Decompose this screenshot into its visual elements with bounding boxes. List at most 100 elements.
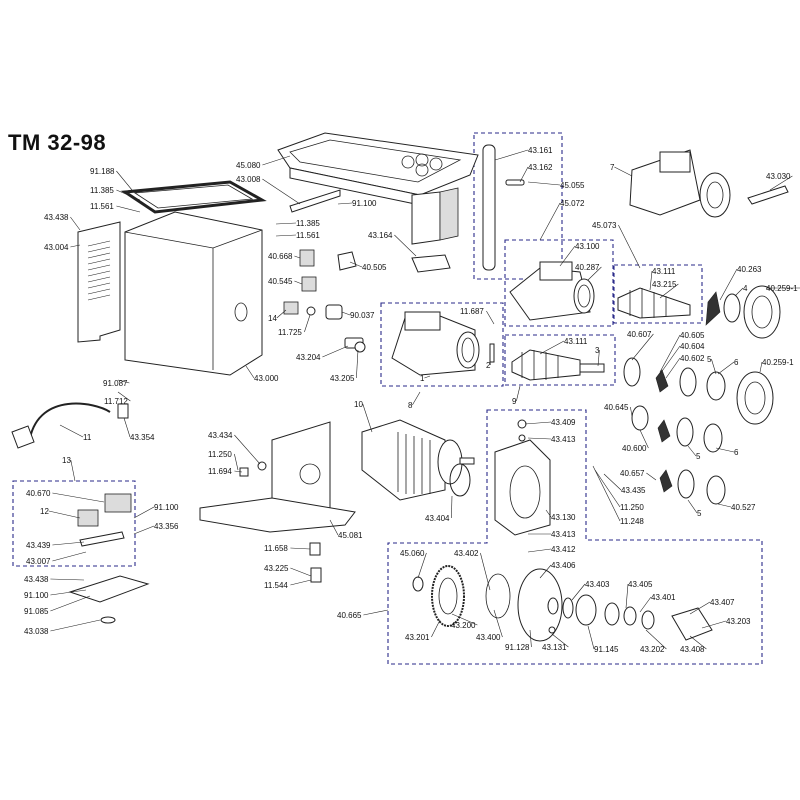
knife-40263-part: [705, 291, 721, 326]
leader-line: [116, 205, 141, 213]
part-label: 11.561: [296, 231, 320, 240]
leader-line: [290, 567, 312, 577]
part-label: 43.200: [451, 621, 476, 630]
part-label: 13: [62, 456, 71, 465]
part-label: 43.409: [551, 418, 576, 427]
nut-43205-part: [354, 341, 366, 353]
part-label: 11.712: [104, 397, 128, 406]
grinder-head-7-part: [629, 149, 731, 218]
leader-line: [551, 633, 569, 648]
leader-line: [276, 309, 287, 319]
leader-line: [52, 492, 105, 503]
gearbox-43130-part: [494, 419, 551, 536]
leader-line: [659, 345, 681, 375]
electrics-13-part: [77, 493, 132, 547]
leader-line: [759, 361, 763, 373]
switch-40545-part: [301, 276, 317, 292]
part-label: 45.081: [338, 531, 363, 540]
leader-line: [587, 625, 595, 650]
part-label: 11.385: [296, 219, 320, 228]
leader-line: [559, 245, 576, 267]
part-label: 40.505: [362, 263, 387, 272]
leader-line: [493, 609, 503, 638]
leader-line: [649, 270, 653, 291]
leader-line: [123, 417, 131, 438]
side-panel-part: [77, 221, 121, 343]
group-box-45072: [504, 239, 614, 327]
leader-line: [592, 465, 621, 522]
part-label: 91.145: [594, 645, 619, 654]
part-label: 40.287: [575, 263, 600, 272]
leader-line: [234, 470, 243, 473]
gasket-43404-part: [449, 463, 471, 497]
leader-line: [70, 244, 81, 248]
part-label: 43.403: [585, 580, 610, 589]
part-label: 43.438: [44, 213, 69, 222]
leader-line: [304, 314, 311, 333]
leader-line: [519, 166, 529, 183]
leader-line: [424, 375, 431, 379]
leader-line: [646, 472, 657, 481]
part-label: 91.100: [24, 591, 49, 600]
part-label: 11.725: [278, 328, 302, 337]
leader-line: [262, 178, 301, 205]
leader-line: [117, 379, 130, 384]
leader-line: [719, 268, 738, 301]
wrench-43030-part: [747, 185, 789, 205]
leader-line: [356, 349, 359, 379]
shaft-43161-part: [482, 144, 525, 271]
leader-line: [625, 583, 629, 609]
grinder-head-8-part: [391, 311, 495, 376]
part-label: 14: [268, 314, 277, 323]
part-label: 43.407: [710, 598, 735, 607]
leader-line: [689, 635, 707, 650]
leader-line: [687, 499, 698, 514]
group-box-9: [504, 334, 616, 386]
part-label: 43.225: [264, 564, 289, 573]
part-label: 5: [697, 509, 702, 518]
leader-line: [639, 429, 649, 449]
part-label: 45.060: [400, 549, 425, 558]
part-label: 43.008: [236, 175, 261, 184]
group-box-45060: [387, 409, 763, 665]
leader-line: [290, 547, 311, 550]
part-label: 5: [696, 452, 701, 461]
hopper-tray-part: [277, 132, 479, 245]
leader-line: [717, 503, 732, 508]
part-label: 43.356: [154, 522, 179, 531]
bushing-90037-part: [325, 304, 343, 320]
leader-line: [494, 149, 529, 161]
leader-line: [603, 473, 622, 491]
part-label: 40.645: [604, 403, 629, 412]
leader-line: [294, 280, 303, 285]
leader-line: [349, 261, 363, 268]
part-label: 43.004: [44, 243, 69, 252]
leader-line: [539, 202, 561, 241]
part-label: 43.111: [652, 267, 676, 276]
part-label: 43.202: [640, 645, 665, 654]
leader-line: [687, 445, 697, 457]
leader-line: [50, 595, 91, 612]
part-label: 40.605: [680, 331, 705, 340]
base-plate-43038-part: [68, 575, 150, 603]
part-label: 11.250: [620, 503, 644, 512]
part-label: 43.438: [24, 575, 49, 584]
leader-line: [133, 525, 155, 535]
part-label: 7: [610, 163, 615, 172]
main-housing-part: [124, 211, 263, 376]
part-label: 43.413: [551, 435, 576, 444]
leader-line: [769, 175, 793, 191]
group-box-13: [12, 480, 136, 567]
leader-line: [322, 345, 349, 358]
part-label: 45.073: [592, 221, 617, 230]
part-labels: 91.18811.38511.56143.43843.00445.08043.0…: [24, 146, 800, 654]
part-label: 43.412: [551, 545, 576, 554]
leader-line: [701, 620, 727, 629]
part-label: 40.670: [26, 489, 51, 498]
part-label: 91.100: [154, 503, 179, 512]
washer-40665-part: [100, 616, 116, 624]
leader-line: [539, 564, 552, 579]
group-box-45073: [613, 264, 703, 324]
leader-line: [116, 189, 141, 201]
leader-line: [618, 224, 641, 269]
